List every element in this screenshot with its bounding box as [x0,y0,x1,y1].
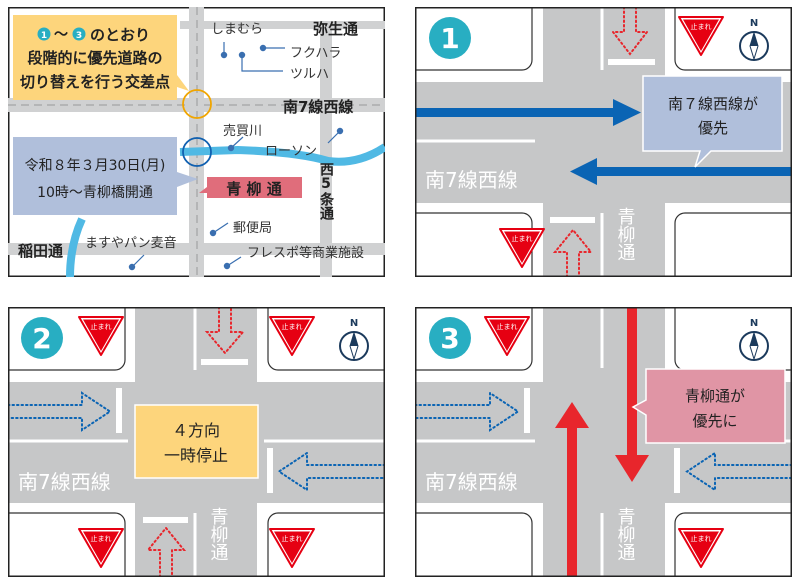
label-yayoi-dori: 弥生通 [313,20,358,38]
poi-dot [336,127,344,135]
intersection-marker [182,89,212,119]
stop-sign-text: 止まれ [691,534,712,543]
road-name-minami7: 南7線西線 [425,470,518,494]
stop-sign-icon: 止まれ [678,528,724,568]
river-urikaigawa [179,143,388,166]
stop-sign-icon: 止まれ [78,528,124,568]
stop-sign-text: 止まれ [91,534,112,543]
callout-line: 段階的に優先道路の [27,49,162,67]
aoyagi-road-label: 青 柳 通 [199,177,302,198]
label-shimamura: しまむら [211,22,263,37]
label-minami7: 南7線西線 [283,98,353,116]
priority-callout [642,75,783,168]
callout-line: 令和８年３月30日(月) [25,158,166,174]
road-yayoi-dori [180,21,385,29]
road-name-aoyagi: 青柳通 [208,507,229,561]
bridge-marker [182,137,212,167]
stop-sign-text: 止まれ [512,234,533,243]
poi-dot [220,51,228,59]
dotted-arrow-north-icon [145,526,187,578]
poi-dot [209,229,217,237]
location-map: しまむら 弥生通 フクハラ ツルハ 南7線西線 売買川 ローソン 西5条通 郵便… [8,7,388,278]
road-name-minami7: 南7線西線 [18,470,111,494]
compass-icon: N [739,18,769,61]
label-fukuhara: フクハラ [290,46,341,61]
callout-line: 10時～青柳橋開通 [37,184,153,201]
stop-sign-text: 止まれ [282,322,303,331]
dotted-arrow-south-icon [204,306,246,355]
label-urikaigawa: 売買川 [223,123,262,139]
dotted-arrow-west-icon [685,451,793,492]
badge-start: 1 [41,31,47,41]
stop-sign-text: 止まれ [497,322,518,331]
tilde: ～ [54,27,68,43]
dotted-arrow-south-icon [610,6,650,56]
priority-arrow-south-icon [615,307,649,482]
poi-dot [238,51,246,59]
stop-sign-icon: 止まれ [678,16,724,56]
dotted-arrow-north-icon [552,228,594,278]
label-tsuruha: ツルハ [290,67,329,82]
all-way-stop-callout [134,404,259,479]
compass-label: N [350,318,358,329]
stop-sign-icon: 止まれ [78,316,124,356]
callout-line: 優先 [698,119,728,137]
stop-sign-icon: 止まれ [269,316,315,356]
callout-line: 切り替えを行う交差点 [20,73,170,91]
stage-badge [21,317,63,359]
stage-number: 2 [32,322,51,355]
compass-label: N [750,18,758,29]
label-inada-dori: 稲田通 [18,242,63,260]
stop-sign-icon: 止まれ [269,528,315,568]
opening-callout: 令和８年３月30日(月) 10時～青柳橋開通 [13,137,198,215]
badge-3-icon [72,27,86,41]
callout-line: 南７線西線が [668,95,758,113]
stage-number: 1 [440,22,459,55]
road-name-aoyagi: 青柳通 [615,207,636,261]
stage-badge [429,317,471,359]
stage-2-diagram: ４方向 一時停止 南7線西線 青柳通 止まれ 止まれ 止まれ 止まれ N 2 [0,296,396,584]
priority-arrow-east-icon [415,99,641,126]
stop-sign-text: 止まれ [691,22,712,31]
compass-icon: N [339,318,369,361]
road-name-minami7: 南7線西線 [425,168,518,192]
road-name-aoyagi: 青柳通 [615,507,636,561]
stage-1-diagram: 南７線西線が 優先 南7線西線 青柳通 止まれ 止まれ N 1 [404,0,800,288]
callout-line: 青柳通が [685,387,745,405]
label-frespo: フレスポ等商業施設 [247,245,364,261]
stage-number: 3 [440,322,459,355]
stop-sign-icon: 止まれ [484,316,530,356]
compass-label: N [750,318,758,329]
label-post-office: 郵便局 [233,221,272,236]
river-south [66,217,86,278]
priority-arrow-north-icon [555,402,589,577]
stop-sign-text: 止まれ [91,322,112,331]
stop-sign-icon: 止まれ [499,228,545,268]
callout-line: 優先に [692,412,737,430]
poi-dot [259,44,267,52]
stage-3-diagram: 青柳通が 優先に 南7線西線 青柳通 止まれ 止まれ N 3 [404,296,800,584]
badge-1-icon [37,27,51,41]
stop-sign-text: 止まれ [282,534,303,543]
road-nishi5jo [320,21,332,277]
callout-line: のとおり [90,26,150,44]
stage-badge [429,17,471,59]
label-masuya: ますやパン麦音 [85,235,177,251]
label-nishi5jo: 西5条通 [318,162,335,221]
priority-arrow-west-icon [570,158,792,185]
label-lawson: ローソン [265,144,317,159]
dotted-arrow-west-icon [277,451,386,492]
poi-dot [227,144,235,152]
dotted-arrow-east-icon [414,391,520,432]
compass-icon: N [739,318,769,361]
road-label-text: 青 柳 通 [226,180,281,198]
stages-callout: 1 ～ 3 のとおり 段階的に優先道路の 切り替えを行う交差点 [13,15,189,100]
poi-dot [128,263,136,271]
callout-line: ４方向 [172,421,220,440]
poi-dot [223,262,231,270]
badge-end: 3 [76,31,82,41]
priority-callout [631,368,786,444]
dotted-arrow-east-icon [7,391,112,432]
callout-line: 一時停止 [164,446,228,465]
